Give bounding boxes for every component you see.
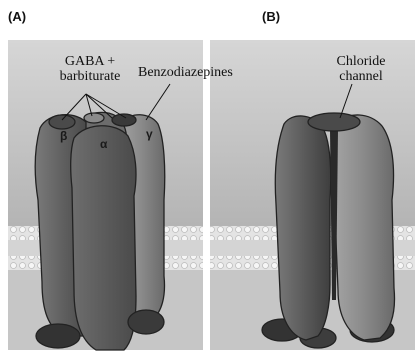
subunit-b-left <box>275 116 330 340</box>
chloride-line: Chloride <box>326 55 396 70</box>
beta-subunit-label: β <box>60 130 67 143</box>
panel-b-label: (B) <box>262 10 280 24</box>
receptor-b <box>262 113 394 348</box>
base-right <box>128 310 164 334</box>
chloride-channel-label: Chloride channel <box>326 55 396 84</box>
base-left <box>36 324 80 348</box>
gaba-barbiturate-label: GABA + barbiturate <box>52 55 128 84</box>
channel-line: channel <box>326 70 396 85</box>
binding-site-top-left <box>49 115 75 129</box>
binding-site-top-right <box>112 114 136 126</box>
panel-a-label: (A) <box>8 10 26 24</box>
barbiturate-line: barbiturate <box>52 70 128 85</box>
gamma-subunit-label: γ <box>146 128 153 141</box>
subunit-alpha <box>71 126 136 350</box>
channel-top <box>308 113 360 131</box>
benzodiazepines-label: Benzodiazepines <box>138 66 233 81</box>
alpha-subunit-label: α <box>100 138 107 151</box>
subunit-b-right <box>333 115 394 340</box>
gaba-line: GABA + <box>52 55 128 70</box>
binding-site-top-middle <box>84 113 104 123</box>
